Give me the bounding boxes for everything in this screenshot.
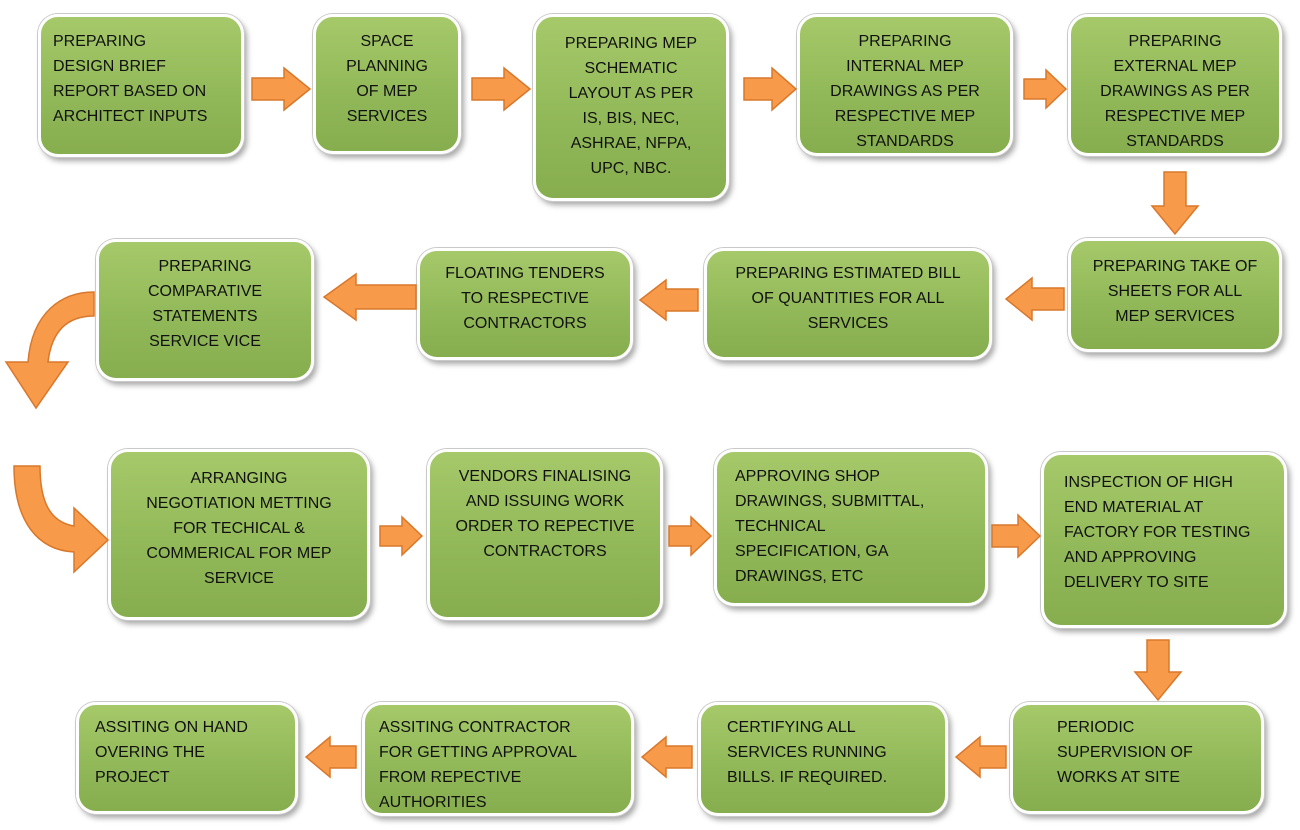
step-label: VENDORS FINALISING AND ISSUING WORK ORDE… — [455, 468, 635, 560]
step-label: PREPARING TAKE OF SHEETS FOR ALL MEP SER… — [1092, 258, 1258, 325]
step-label: PREPARING MEP SCHEMATIC LAYOUT AS PER IS… — [564, 35, 698, 177]
step-internal-drawings: PREPARING INTERNAL MEP DRAWINGS AS PER R… — [797, 14, 1013, 156]
right-arrow-icon — [1023, 68, 1068, 110]
curved-right-arrow-icon — [13, 465, 110, 574]
right-arrow-icon — [379, 515, 424, 557]
step-label: ASSITING CONTRACTOR FOR GETTING APPROVAL… — [379, 719, 577, 811]
step-label: SPACE PLANNING OF MEP SERVICES — [346, 33, 428, 125]
left-arrow-icon — [638, 278, 699, 322]
left-arrow-icon — [1004, 276, 1065, 322]
step-take-of-sheets: PREPARING TAKE OF SHEETS FOR ALL MEP SER… — [1068, 238, 1282, 352]
step-label: APPROVING SHOP DRAWINGS, SUBMITTAL, TECH… — [735, 468, 925, 585]
step-label: PREPARING INTERNAL MEP DRAWINGS AS PER R… — [830, 33, 980, 150]
step-comparative-statements: PREPARING COMPARATIVE STATEMENTS SERVICE… — [96, 239, 314, 381]
step-label: ASSITING ON HAND OVERING THE PROJECT — [95, 719, 248, 786]
step-label: PREPARING DESIGN BRIEF REPORT BASED ON A… — [53, 33, 208, 125]
step-bill-of-quantities: PREPARING ESTIMATED BILL OF QUANTITIES F… — [704, 248, 992, 360]
left-arrow-icon — [640, 735, 693, 779]
down-arrow-icon — [1150, 171, 1200, 236]
down-arrow-icon — [1133, 639, 1183, 702]
step-label: CERTIFYING ALL SERVICES RUNNING BILLS. I… — [727, 719, 888, 786]
right-arrow-icon — [668, 515, 713, 557]
right-arrow-icon — [743, 66, 798, 112]
step-external-drawings: PREPARING EXTERNAL MEP DRAWINGS AS PER R… — [1068, 14, 1282, 156]
step-factory-inspection: INSPECTION OF HIGH END MATERIAL AT FACTO… — [1041, 452, 1287, 628]
step-floating-tenders: FLOATING TENDERS TO RESPECTIVE CONTRACTO… — [417, 248, 633, 360]
left-arrow-icon — [322, 272, 417, 322]
right-arrow-icon — [251, 66, 312, 112]
step-label: FLOATING TENDERS TO RESPECTIVE CONTRACTO… — [445, 265, 605, 332]
step-label: PERIODIC SUPERVISION OF WORKS AT SITE — [1057, 719, 1193, 786]
step-work-order: VENDORS FINALISING AND ISSUING WORK ORDE… — [427, 449, 663, 620]
step-label: INSPECTION OF HIGH END MATERIAL AT FACTO… — [1064, 474, 1251, 591]
right-arrow-icon — [991, 513, 1042, 559]
step-label: PREPARING COMPARATIVE STATEMENTS SERVICE… — [147, 258, 263, 350]
curved-down-arrow-icon — [4, 291, 95, 410]
step-hand-over: ASSITING ON HAND OVERING THE PROJECT — [76, 702, 298, 814]
step-authority-approval: ASSITING CONTRACTOR FOR GETTING APPROVAL… — [362, 702, 634, 816]
step-label: PREPARING ESTIMATED BILL OF QUANTITIES F… — [735, 265, 961, 332]
left-arrow-icon — [954, 735, 1007, 779]
step-space-planning: SPACE PLANNING OF MEP SERVICES — [313, 14, 461, 154]
step-negotiation-meeting: ARRANGING NEGOTIATION METTING FOR TECHIC… — [108, 449, 370, 620]
step-label: PREPARING EXTERNAL MEP DRAWINGS AS PER R… — [1100, 33, 1250, 150]
step-certifying-bills: CERTIFYING ALL SERVICES RUNNING BILLS. I… — [698, 702, 948, 816]
step-design-brief: PREPARING DESIGN BRIEF REPORT BASED ON A… — [38, 14, 244, 157]
step-periodic-supervision: PERIODIC SUPERVISION OF WORKS AT SITE — [1010, 702, 1264, 814]
left-arrow-icon — [304, 735, 357, 779]
step-label: ARRANGING NEGOTIATION METTING FOR TECHIC… — [146, 470, 332, 587]
right-arrow-icon — [471, 66, 532, 112]
step-schematic-layout: PREPARING MEP SCHEMATIC LAYOUT AS PER IS… — [533, 14, 729, 201]
step-shop-drawings: APPROVING SHOP DRAWINGS, SUBMITTAL, TECH… — [714, 449, 988, 606]
